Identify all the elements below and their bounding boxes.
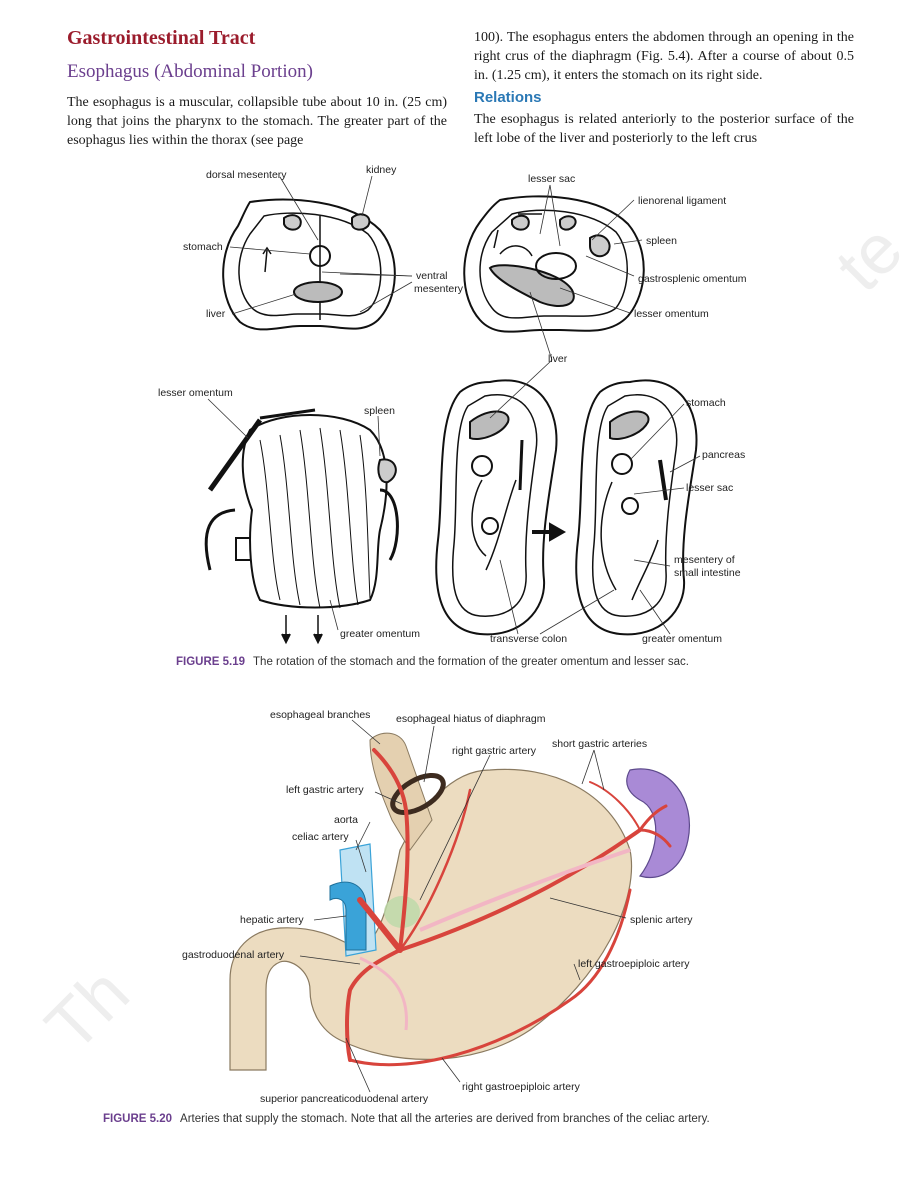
label-kidney: kidney	[366, 164, 397, 176]
figure-5-19-caption: FIGURE 5.19 The rotation of the stomach a…	[176, 656, 689, 668]
section-title: Gastrointestinal Tract	[67, 27, 256, 49]
label-lienorenal-ligament: lienorenal ligament	[638, 195, 726, 207]
spleen-shape	[626, 768, 690, 878]
diaphragm-hiatus-ring	[390, 772, 446, 816]
right-column-paragraph: 100). The esophagus enters the abdomen t…	[474, 30, 854, 83]
label-spleen-left: spleen	[364, 405, 395, 417]
relations-heading: Relations	[474, 89, 542, 106]
label-splenic-artery: splenic artery	[630, 914, 693, 926]
relations-paragraph: The esophagus is related anteriorly to t…	[474, 112, 854, 146]
label-right-gastric-artery: right gastric artery	[452, 745, 537, 757]
label-small-intestine: small intestine	[674, 567, 741, 579]
label-gastroduodenal-artery: gastroduodenal artery	[182, 949, 285, 961]
pancreas-shape	[384, 896, 420, 928]
label-left-gastric-artery: left gastric artery	[286, 784, 364, 796]
label-liver: liver	[206, 308, 226, 320]
label-esophageal-hiatus: esophageal hiatus of diaphragm	[396, 713, 546, 725]
left-column-paragraph: The esophagus is a muscular, collapsible…	[67, 95, 447, 148]
label-transverse-colon: transverse colon	[490, 633, 567, 645]
figure-5-20-illustration: esophageal branches esophageal hiatus of…	[182, 709, 693, 1105]
label-spleen: spleen	[646, 235, 677, 247]
label-lesser-omentum-left: lesser omentum	[158, 387, 233, 399]
label-ventral: ventral	[416, 270, 448, 282]
label-esophageal-branches: esophageal branches	[270, 709, 370, 721]
figure-5-19-number: FIGURE 5.19	[176, 656, 246, 668]
label-mesentery-of: mesentery of	[674, 554, 735, 566]
label-lesser-sac: lesser sac	[528, 173, 575, 185]
figure-5-20-caption: FIGURE 5.20 Arteries that supply the stom…	[103, 1113, 710, 1125]
label-short-gastric-arteries: short gastric arteries	[552, 738, 647, 750]
figure-5-19-illustration: dorsal mesentery kidney stomach ventral …	[158, 164, 747, 645]
label-aorta: aorta	[334, 814, 358, 826]
watermark-right: te	[820, 209, 918, 306]
label-right-gastroepiploic-artery: right gastroepiploic artery	[462, 1081, 581, 1093]
stomach-shape	[229, 768, 633, 1071]
label-hepatic-artery: hepatic artery	[240, 914, 304, 926]
figure-5-20-number: FIGURE 5.20	[103, 1113, 173, 1125]
label-mesentery: mesentery	[414, 283, 464, 295]
label-stomach: stomach	[183, 241, 223, 253]
figure-5-19-caption-text: The rotation of the stomach and the form…	[253, 656, 689, 668]
label-lesser-omentum: lesser omentum	[634, 308, 709, 320]
label-lesser-sac-right: lesser sac	[686, 482, 733, 494]
subsection-title: Esophagus (Abdominal Portion)	[67, 61, 313, 82]
watermark-left: Th	[30, 952, 144, 1066]
label-celiac-artery: celiac artery	[292, 831, 349, 843]
label-liver-center: liver	[548, 353, 568, 365]
label-pancreas: pancreas	[702, 449, 745, 461]
label-superior-pancreaticoduodenal-artery: superior pancreaticoduodenal artery	[260, 1093, 429, 1105]
label-gastrosplenic-omentum: gastrosplenic omentum	[638, 273, 747, 285]
label-left-gastroepiploic-artery: left gastroepiploic artery	[578, 958, 690, 970]
label-dorsal-mesentery: dorsal mesentery	[206, 169, 287, 181]
label-stomach-right: stomach	[686, 397, 726, 409]
label-greater-omentum-right: greater omentum	[642, 633, 722, 645]
figure-5-20-caption-text: Arteries that supply the stomach. Note t…	[180, 1113, 710, 1125]
vein-shape	[329, 881, 367, 951]
label-greater-omentum-left: greater omentum	[340, 628, 420, 640]
